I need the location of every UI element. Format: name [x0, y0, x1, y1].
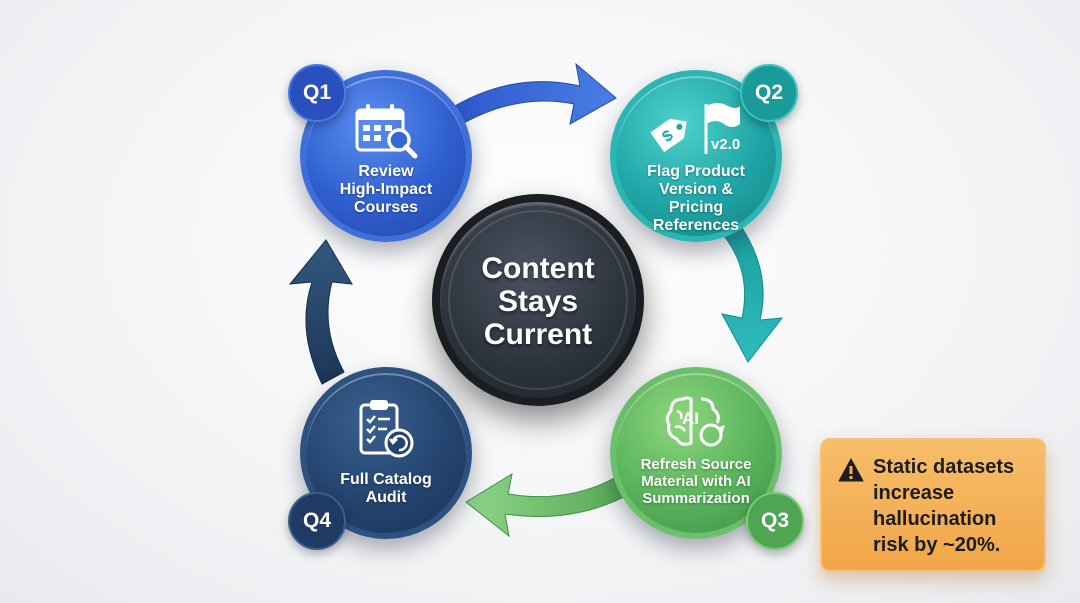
quarter-label-q2: Flag Product Version & Pricing Reference… — [647, 163, 745, 234]
clipboard-refresh-icon — [353, 397, 419, 468]
quarter-badge-q4: Q4 — [288, 492, 346, 550]
warning-text: Static datasets increase hallucination r… — [873, 456, 1015, 556]
ai-chip-text: AI — [682, 409, 699, 428]
quarter-badge-q3: Q3 — [746, 492, 804, 550]
quarter-label-q4: Full Catalog Audit — [340, 471, 432, 506]
arrow-q4-to-q1 — [288, 239, 353, 385]
arrow-q1-to-q2 — [444, 62, 617, 129]
quarter-badge-q2: Q2 — [740, 64, 798, 122]
warning-callout: Static datasets increase hallucination r… — [820, 438, 1046, 572]
quarter-label-q1: Review High-Impact Courses — [339, 163, 433, 216]
warning-icon — [838, 458, 864, 487]
arrow-q2-to-q3 — [721, 221, 784, 363]
version-tag-text: v2.0 — [711, 136, 741, 153]
price-tag-flag-icon: $ v2.0 — [648, 98, 744, 165]
ai-brain-refresh-icon: AI — [663, 391, 729, 456]
quarter-badge-q1: Q1 — [288, 64, 346, 122]
calendar-search-icon — [353, 102, 419, 165]
hub-ring — [448, 210, 628, 390]
arrow-q3-to-q4 — [465, 469, 641, 538]
center-title: Content Stays Current — [481, 252, 595, 351]
center-hub: Content Stays Current — [432, 194, 644, 406]
quarter-label-q3: Refresh Source Material with AI Summariz… — [640, 456, 752, 507]
quarter-node-q1: Review High-Impact Courses — [300, 70, 472, 242]
